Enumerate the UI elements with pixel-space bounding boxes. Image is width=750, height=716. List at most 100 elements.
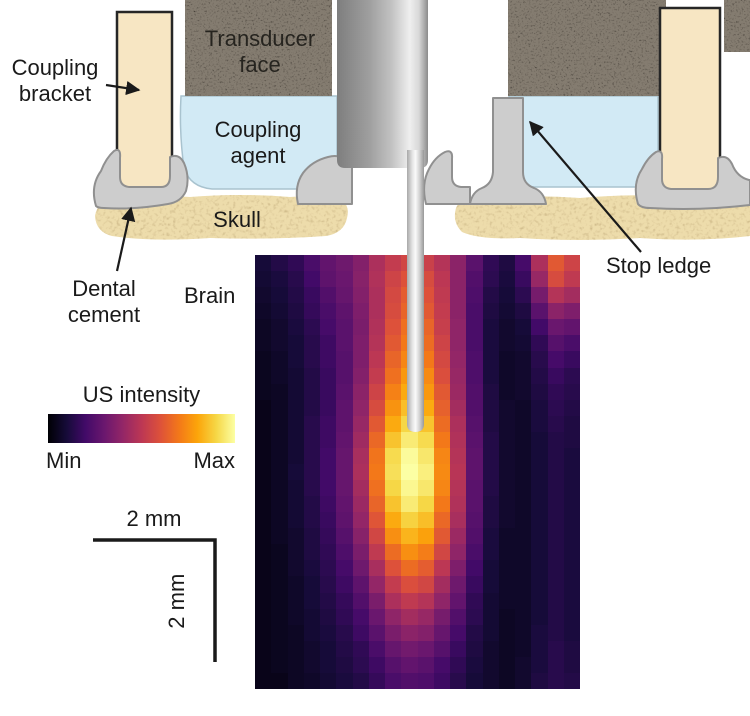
label-skull: Skull <box>213 207 261 232</box>
heatmap-cell <box>515 672 532 689</box>
heatmap-cell <box>450 303 467 320</box>
heatmap-cell <box>417 415 434 432</box>
heatmap-cell <box>482 528 499 545</box>
heatmap-cell <box>482 319 499 336</box>
heatmap-cell <box>401 624 418 641</box>
heatmap-cell <box>303 656 320 673</box>
heatmap-cell <box>385 656 402 673</box>
heatmap-cell <box>255 496 272 513</box>
heatmap-cell <box>433 656 450 673</box>
heatmap-cell <box>417 271 434 288</box>
heatmap-cell <box>515 480 532 497</box>
heatmap-cell <box>385 287 402 304</box>
heatmap-cell <box>271 351 288 368</box>
heatmap-cell <box>368 544 385 561</box>
heatmap-cell <box>336 271 353 288</box>
heatmap-cell <box>401 576 418 593</box>
heatmap-cell <box>320 383 337 400</box>
heatmap-cell <box>385 351 402 368</box>
heatmap-cell <box>271 271 288 288</box>
label-brain: Brain <box>184 283 236 308</box>
heatmap-cell <box>271 319 288 336</box>
heatmap-cell <box>531 640 548 657</box>
heatmap-cell <box>287 399 304 416</box>
heatmap-cell <box>433 415 450 432</box>
heatmap-cell <box>563 399 580 416</box>
heatmap-cell <box>498 431 515 448</box>
heatmap-cell <box>547 576 564 593</box>
heatmap-cell <box>320 399 337 416</box>
heatmap-cell <box>417 672 434 689</box>
heatmap-cell <box>385 303 402 320</box>
heatmap-cell <box>303 351 320 368</box>
heatmap-cell <box>515 496 532 513</box>
heatmap-cell <box>352 399 369 416</box>
heatmap-cell <box>531 528 548 545</box>
heatmap-cell <box>498 399 515 416</box>
heatmap-cell <box>563 672 580 689</box>
heatmap-cell <box>336 656 353 673</box>
heatmap-cell <box>450 576 467 593</box>
heatmap-cell <box>271 383 288 400</box>
heatmap-cell <box>385 560 402 577</box>
heatmap-cell <box>368 447 385 464</box>
heatmap-cell <box>368 367 385 384</box>
heatmap-cell <box>433 608 450 625</box>
heatmap-cell <box>336 399 353 416</box>
heatmap-cell <box>433 624 450 641</box>
heatmap-cell <box>271 576 288 593</box>
legend-max-label: Max <box>193 448 235 473</box>
heatmap-cell <box>515 544 532 561</box>
heatmap-cell <box>401 335 418 352</box>
heatmap-cell <box>320 640 337 657</box>
heatmap-cell <box>450 608 467 625</box>
heatmap-cell <box>515 335 532 352</box>
heatmap-cell <box>563 335 580 352</box>
heatmap-cell <box>320 672 337 689</box>
heatmap-cell <box>547 319 564 336</box>
heatmap-cell <box>466 592 483 609</box>
heatmap-cell <box>531 608 548 625</box>
heatmap-cell <box>547 463 564 481</box>
heatmap-cell <box>547 431 564 448</box>
heatmap-cell <box>303 512 320 529</box>
transducer-face-block-right <box>508 0 666 96</box>
heatmap-cell <box>368 592 385 609</box>
stop-ledge-shape <box>469 97 547 205</box>
heatmap-cell <box>498 303 515 320</box>
heatmap-cell <box>320 463 337 481</box>
heatmap-cell <box>498 415 515 432</box>
heatmap-cell <box>563 656 580 673</box>
heatmap-cell <box>287 496 304 513</box>
heatmap-cell <box>303 383 320 400</box>
heatmap-cell <box>368 431 385 448</box>
heatmap-cell <box>368 335 385 352</box>
heatmap-cell <box>563 271 580 288</box>
heatmap-cell <box>498 528 515 545</box>
heatmap-cell <box>563 576 580 593</box>
heatmap-cell <box>401 415 418 432</box>
heatmap-cell <box>271 480 288 497</box>
heatmap-cell <box>271 447 288 464</box>
heatmap-cell <box>255 560 272 577</box>
heatmap-cell <box>352 656 369 673</box>
heatmap-cell <box>547 303 564 320</box>
heatmap-cell <box>531 415 548 432</box>
heatmap-cell <box>385 367 402 384</box>
heatmap-cell <box>547 415 564 432</box>
heatmap-cell <box>336 528 353 545</box>
scale-label-horizontal: 2 mm <box>126 506 182 531</box>
heatmap-cell <box>498 544 515 561</box>
heatmap-cell <box>531 271 548 288</box>
heatmap-cell <box>352 319 369 336</box>
heatmap-cell <box>482 480 499 497</box>
heatmap-cell <box>385 415 402 432</box>
heatmap-cell <box>482 399 499 416</box>
legend-min-label: Min <box>46 448 82 473</box>
heatmap-cell <box>515 608 532 625</box>
heatmap-cell <box>417 383 434 400</box>
heatmap-cell <box>352 624 369 641</box>
heatmap-cell <box>303 480 320 497</box>
heatmap-cell <box>433 431 450 448</box>
